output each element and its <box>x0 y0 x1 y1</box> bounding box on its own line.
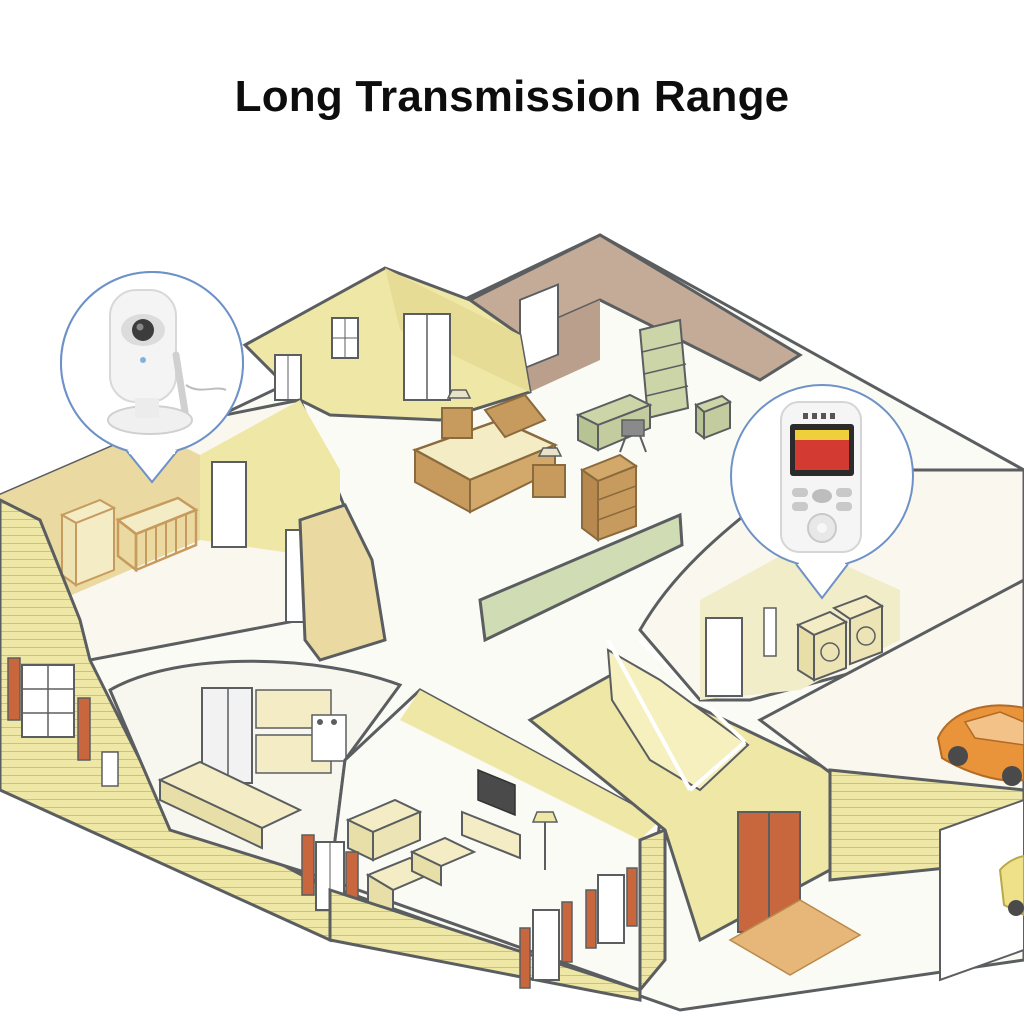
garage <box>757 578 1024 982</box>
office-desk <box>575 393 653 452</box>
television <box>477 768 516 817</box>
washer <box>795 610 849 682</box>
filing-cabinet <box>694 394 733 440</box>
living-room <box>301 688 662 993</box>
nightstand <box>441 389 566 498</box>
master-bedroom <box>242 266 684 643</box>
dresser <box>579 453 639 542</box>
orange-car <box>936 704 1024 786</box>
front-exterior-wall <box>328 827 667 1002</box>
left-window <box>7 657 91 761</box>
floor-lamp <box>531 811 559 870</box>
camera-callout <box>59 271 244 484</box>
bookshelf <box>638 318 690 420</box>
dryer <box>831 594 885 666</box>
kitchen-cabinets <box>255 689 347 774</box>
desk-chair <box>619 419 647 453</box>
camera-icon <box>107 289 227 435</box>
nursery-dresser <box>59 498 117 587</box>
nursery-room <box>0 398 387 662</box>
staircase <box>527 638 862 976</box>
kitchen-island <box>157 760 303 850</box>
yellow-car <box>998 854 1024 917</box>
page-title: Long Transmission Range <box>234 72 790 121</box>
tv-stand <box>461 810 521 860</box>
crib <box>115 496 199 573</box>
front-window-1 <box>519 901 573 989</box>
coffee-table <box>409 836 477 887</box>
kitchen-room <box>108 659 403 882</box>
double-bed <box>411 393 559 514</box>
front-window-2 <box>585 867 638 949</box>
left-exterior-wall <box>0 498 332 943</box>
office-room <box>467 233 803 453</box>
monitor-callout <box>730 384 914 600</box>
handheld-monitor-icon <box>780 401 862 553</box>
